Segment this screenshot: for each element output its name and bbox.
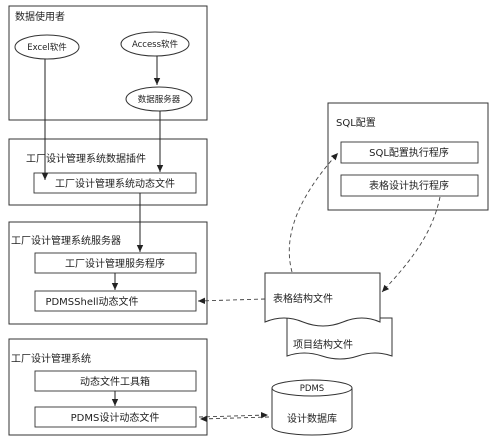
service-program-label: 工厂设计管理服务程序 — [65, 257, 165, 270]
pdms-database: PDMS 设计数据库 — [271, 379, 353, 436]
pdms-db-label: PDMS — [300, 384, 324, 394]
project-structure-doc — [286, 317, 393, 360]
pdmsshell-file-label: PDMSShell动态文件 — [45, 295, 138, 308]
arrow-database-to-pdms-file — [199, 415, 270, 422]
excel-label: Excel软件 — [27, 42, 67, 53]
data-server-node — [125, 86, 193, 112]
data-user-group: 数据使用者 Excel软件 Access软件 数据服务器 — [8, 5, 208, 121]
arrow-table-program-to-table-structure — [381, 196, 441, 293]
plugin-dynamic-file-box — [33, 172, 197, 194]
arrow-table-structure-to-pdmsshell — [197, 297, 266, 304]
server-title: 工厂设计管理系统服务器 — [11, 234, 121, 247]
sql-program-label: SQL配置执行程序 — [369, 146, 449, 159]
pdms-db-name: 设计数据库 — [287, 412, 337, 425]
table-structure-doc — [264, 272, 381, 327]
sql-config-title: SQL配置 — [336, 117, 376, 129]
plugin-group: 工厂设计管理系统数据插件 工厂设计管理系统动态文件 — [8, 138, 208, 206]
excel-node — [14, 34, 80, 60]
project-structure-label: 项目结构文件 — [293, 338, 353, 351]
arrow-table-structure-to-sql-program — [288, 152, 339, 273]
plugin-dynamic-file-label: 工厂设计管理系统动态文件 — [55, 177, 175, 190]
access-label: Access软件 — [132, 39, 179, 50]
toolbox-label: 动态文件工具箱 — [80, 375, 150, 388]
sql-program-box — [340, 141, 479, 164]
pdms-file-label: PDMS设计动态文件 — [71, 411, 160, 424]
data-user-title: 数据使用者 — [15, 10, 65, 23]
arrow-pdms-file-to-database — [198, 412, 269, 419]
pdmsshell-file-box — [34, 290, 197, 312]
dashed-connections — [197, 152, 441, 422]
table-program-box — [340, 174, 479, 197]
access-node — [120, 31, 190, 57]
sql-config-group: SQL配置 SQL配置执行程序 表格设计执行程序 — [327, 102, 489, 211]
server-group: 工厂设计管理系统服务器 工厂设计管理服务程序 PDMSShell动态文件 — [8, 221, 208, 325]
system-group: 工厂设计管理系统 动态文件工具箱 PDMS设计动态文件 — [8, 338, 208, 436]
pdms-file-box — [34, 406, 197, 428]
table-structure-label: 表格结构文件 — [273, 292, 333, 305]
plugin-title: 工厂设计管理系统数据插件 — [26, 152, 146, 165]
documents-stack: 项目结构文件 表格结构文件 — [264, 272, 393, 360]
table-program-label: 表格设计执行程序 — [369, 179, 449, 192]
system-title: 工厂设计管理系统 — [11, 352, 91, 365]
data-server-label: 数据服务器 — [138, 94, 181, 105]
flow-arrows — [41, 56, 164, 406]
